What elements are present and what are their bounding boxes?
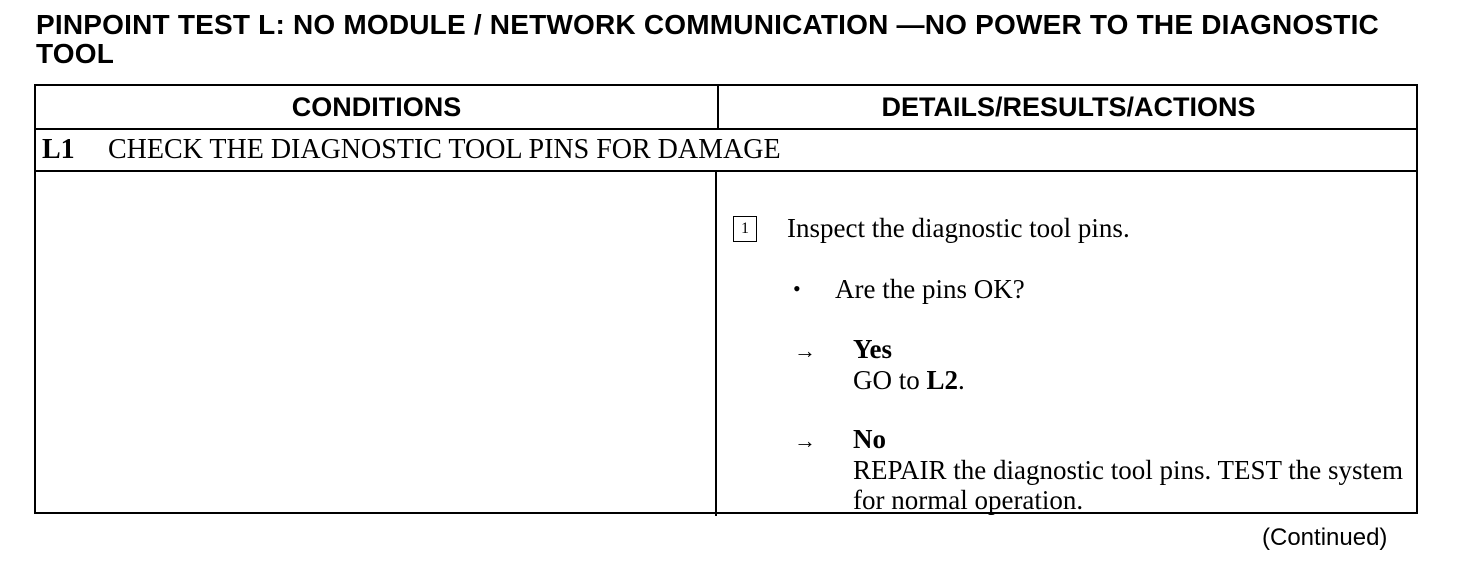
step-heading-row: L1 CHECK THE DIAGNOSTIC TOOL PINS FOR DA… [36,130,1416,170]
step-divider [36,170,1416,172]
pinpoint-test-table: CONDITIONS DETAILS/RESULTS/ACTIONS L1 CH… [34,84,1418,516]
arrow-right-icon: → [794,338,816,363]
details-column-header: DETAILS/RESULTS/ACTIONS [881,91,1256,122]
arrow-right-icon: → [794,428,816,453]
step-heading: CHECK THE DIAGNOSTIC TOOL PINS FOR DAMAG… [108,134,781,165]
page-title: PINPOINT TEST L: NO MODULE / NETWORK COM… [36,9,1379,69]
bullet-icon: • [793,276,801,301]
answer-yes-text-prefix: GO to [853,365,927,395]
answer-yes-text: GO to L2. [853,365,1413,395]
answer-yes-text-suffix: . [958,365,965,395]
header-divider [36,128,1416,130]
action-number-box: 1 [733,216,757,242]
answer-yes-label: Yes [853,334,892,364]
continued-note: (Continued) [1262,524,1388,551]
conditions-column-header: CONDITIONS [291,91,462,122]
step-id: L1 [42,134,75,165]
column-divider [717,86,719,128]
answer-no-text: REPAIR the diagnostic tool pins. TEST th… [853,455,1404,515]
question-text: Are the pins OK? [835,274,1025,304]
answer-no-label: No [853,424,886,454]
body-column-divider [715,172,717,516]
action-instruction: Inspect the diagnostic tool pins. [787,213,1130,243]
answer-yes-step-ref: L2 [926,365,959,395]
